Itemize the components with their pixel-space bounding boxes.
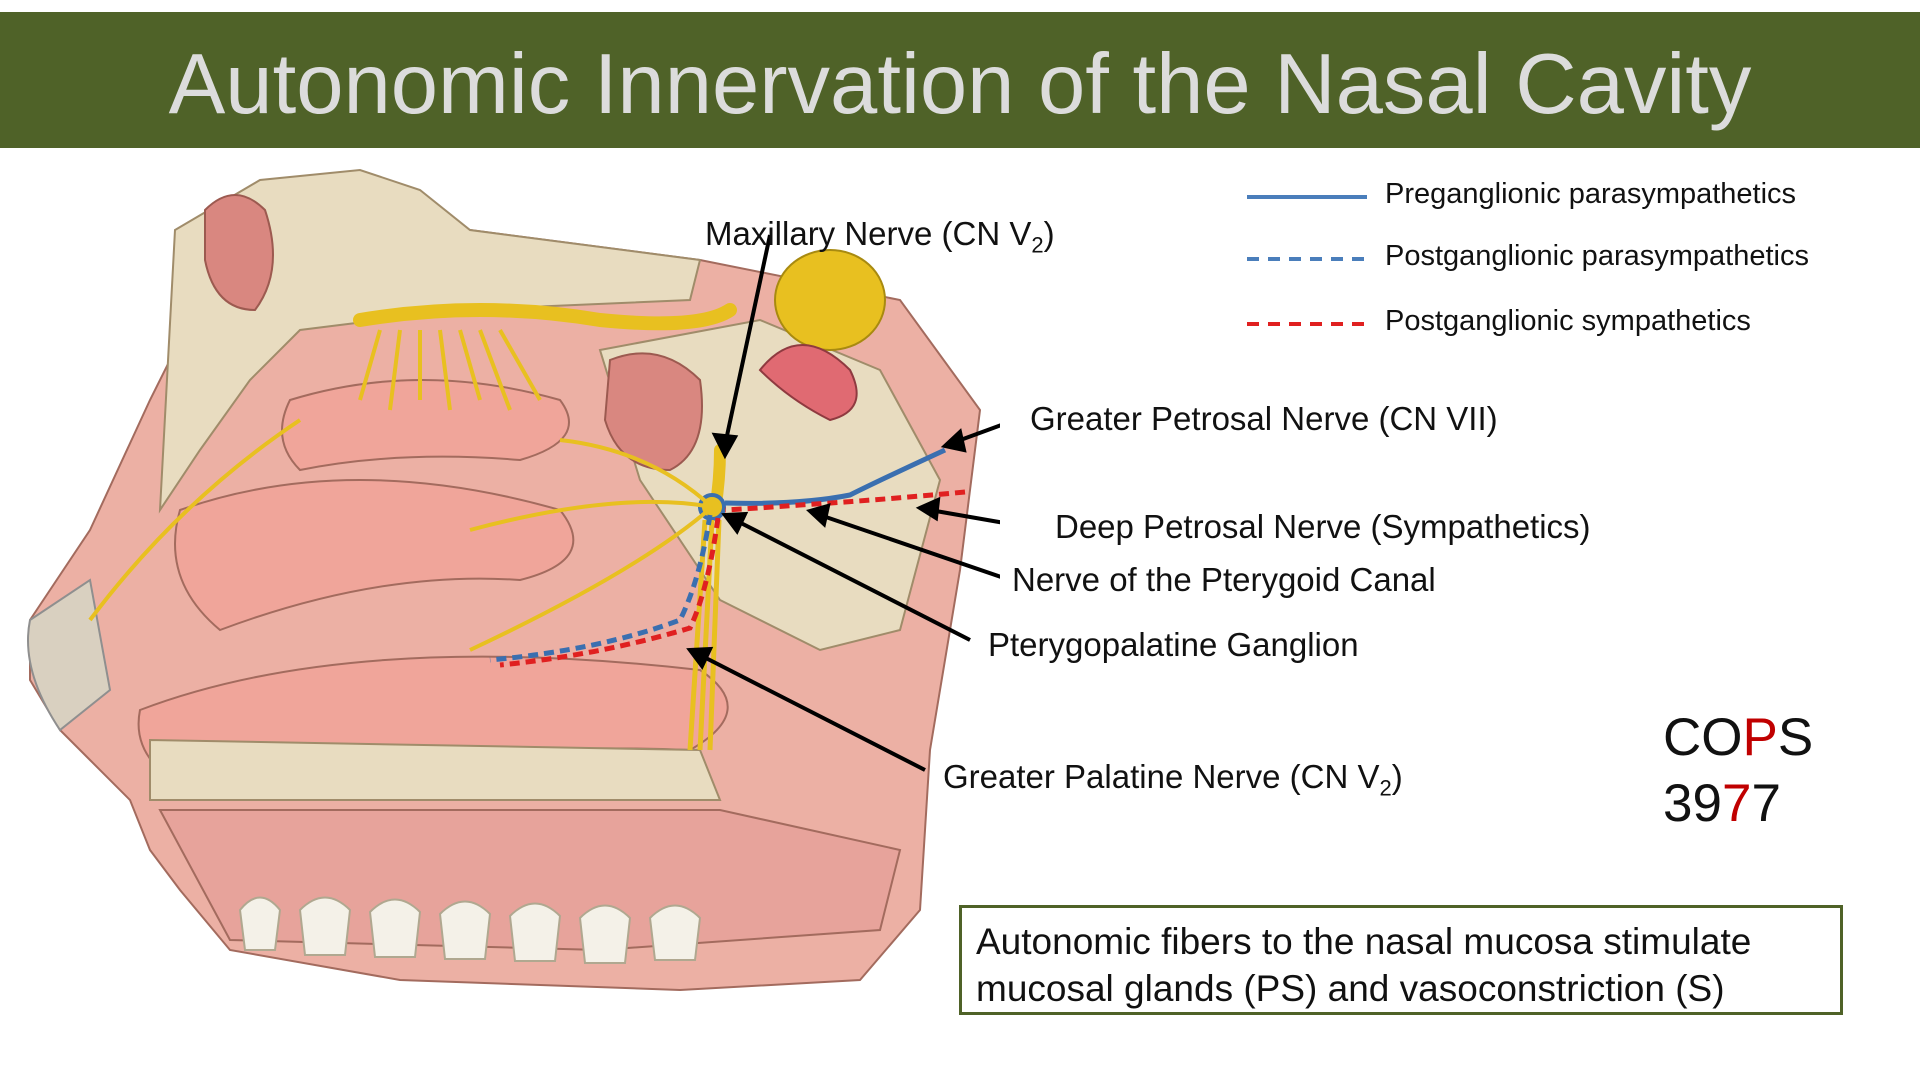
frontal-bone (158, 168, 702, 514)
pointer-arrows (686, 234, 1000, 772)
postganglionic-s-path (499, 517, 721, 668)
summary-note-box: Autonomic fibers to the nasal mucosa sti… (959, 905, 1843, 1015)
mnemonic-line-2: 3977 (1663, 774, 1781, 833)
label-greater-petrosal: Greater Petrosal Nerve (CN VII) (1030, 400, 1498, 437)
legend-label: Postganglionic parasympathetics (1385, 240, 1809, 272)
middle-concha (174, 479, 575, 632)
frontal-sinus (204, 194, 274, 312)
title-bar: Autonomic Innervation of the Nasal Cavit… (0, 12, 1920, 148)
label-greater-palatine: Greater Palatine Nerve (CN V2) (943, 758, 1403, 801)
olfactory-tract (353, 303, 737, 331)
slide-title: Autonomic Innervation of the Nasal Cavit… (168, 37, 1752, 132)
superior-concha (281, 379, 570, 472)
label-maxillary-nerve: Maxillary Nerve (CN V2) (705, 215, 1055, 258)
internal-carotid (758, 344, 858, 422)
hard-palate (149, 738, 722, 801)
summary-note-text: Autonomic fibers to the nasal mucosa sti… (976, 921, 1752, 1009)
legend-red-dashed-line (1247, 322, 1367, 326)
cops-mnemonic: COPS 3977 (1663, 705, 1813, 837)
nasal-branches (88, 418, 714, 652)
postganglionic-ps-path (489, 514, 713, 663)
label-pterygoid-canal: Nerve of the Pterygoid Canal (1012, 561, 1436, 598)
nasal-cavity-illustration (27, 168, 1000, 992)
trigeminal-ganglion (774, 249, 886, 351)
legend-label: Postganglionic sympathetics (1385, 305, 1751, 337)
label-pterygopalatine-ganglion: Pterygopalatine Ganglion (988, 626, 1359, 663)
label-deep-petrosal: Deep Petrosal Nerve (Sympathetics) (1055, 508, 1591, 545)
teeth (238, 896, 702, 964)
legend-blue-dashed-line (1247, 257, 1367, 261)
preganglionic-path (724, 447, 947, 506)
sympathetic-path (724, 489, 966, 513)
legend-solid-line (1247, 195, 1367, 199)
mnemonic-line-1: COPS (1663, 708, 1814, 767)
olfactory-filaments (358, 329, 542, 411)
legend-label: Preganglionic parasympathetics (1385, 178, 1797, 210)
